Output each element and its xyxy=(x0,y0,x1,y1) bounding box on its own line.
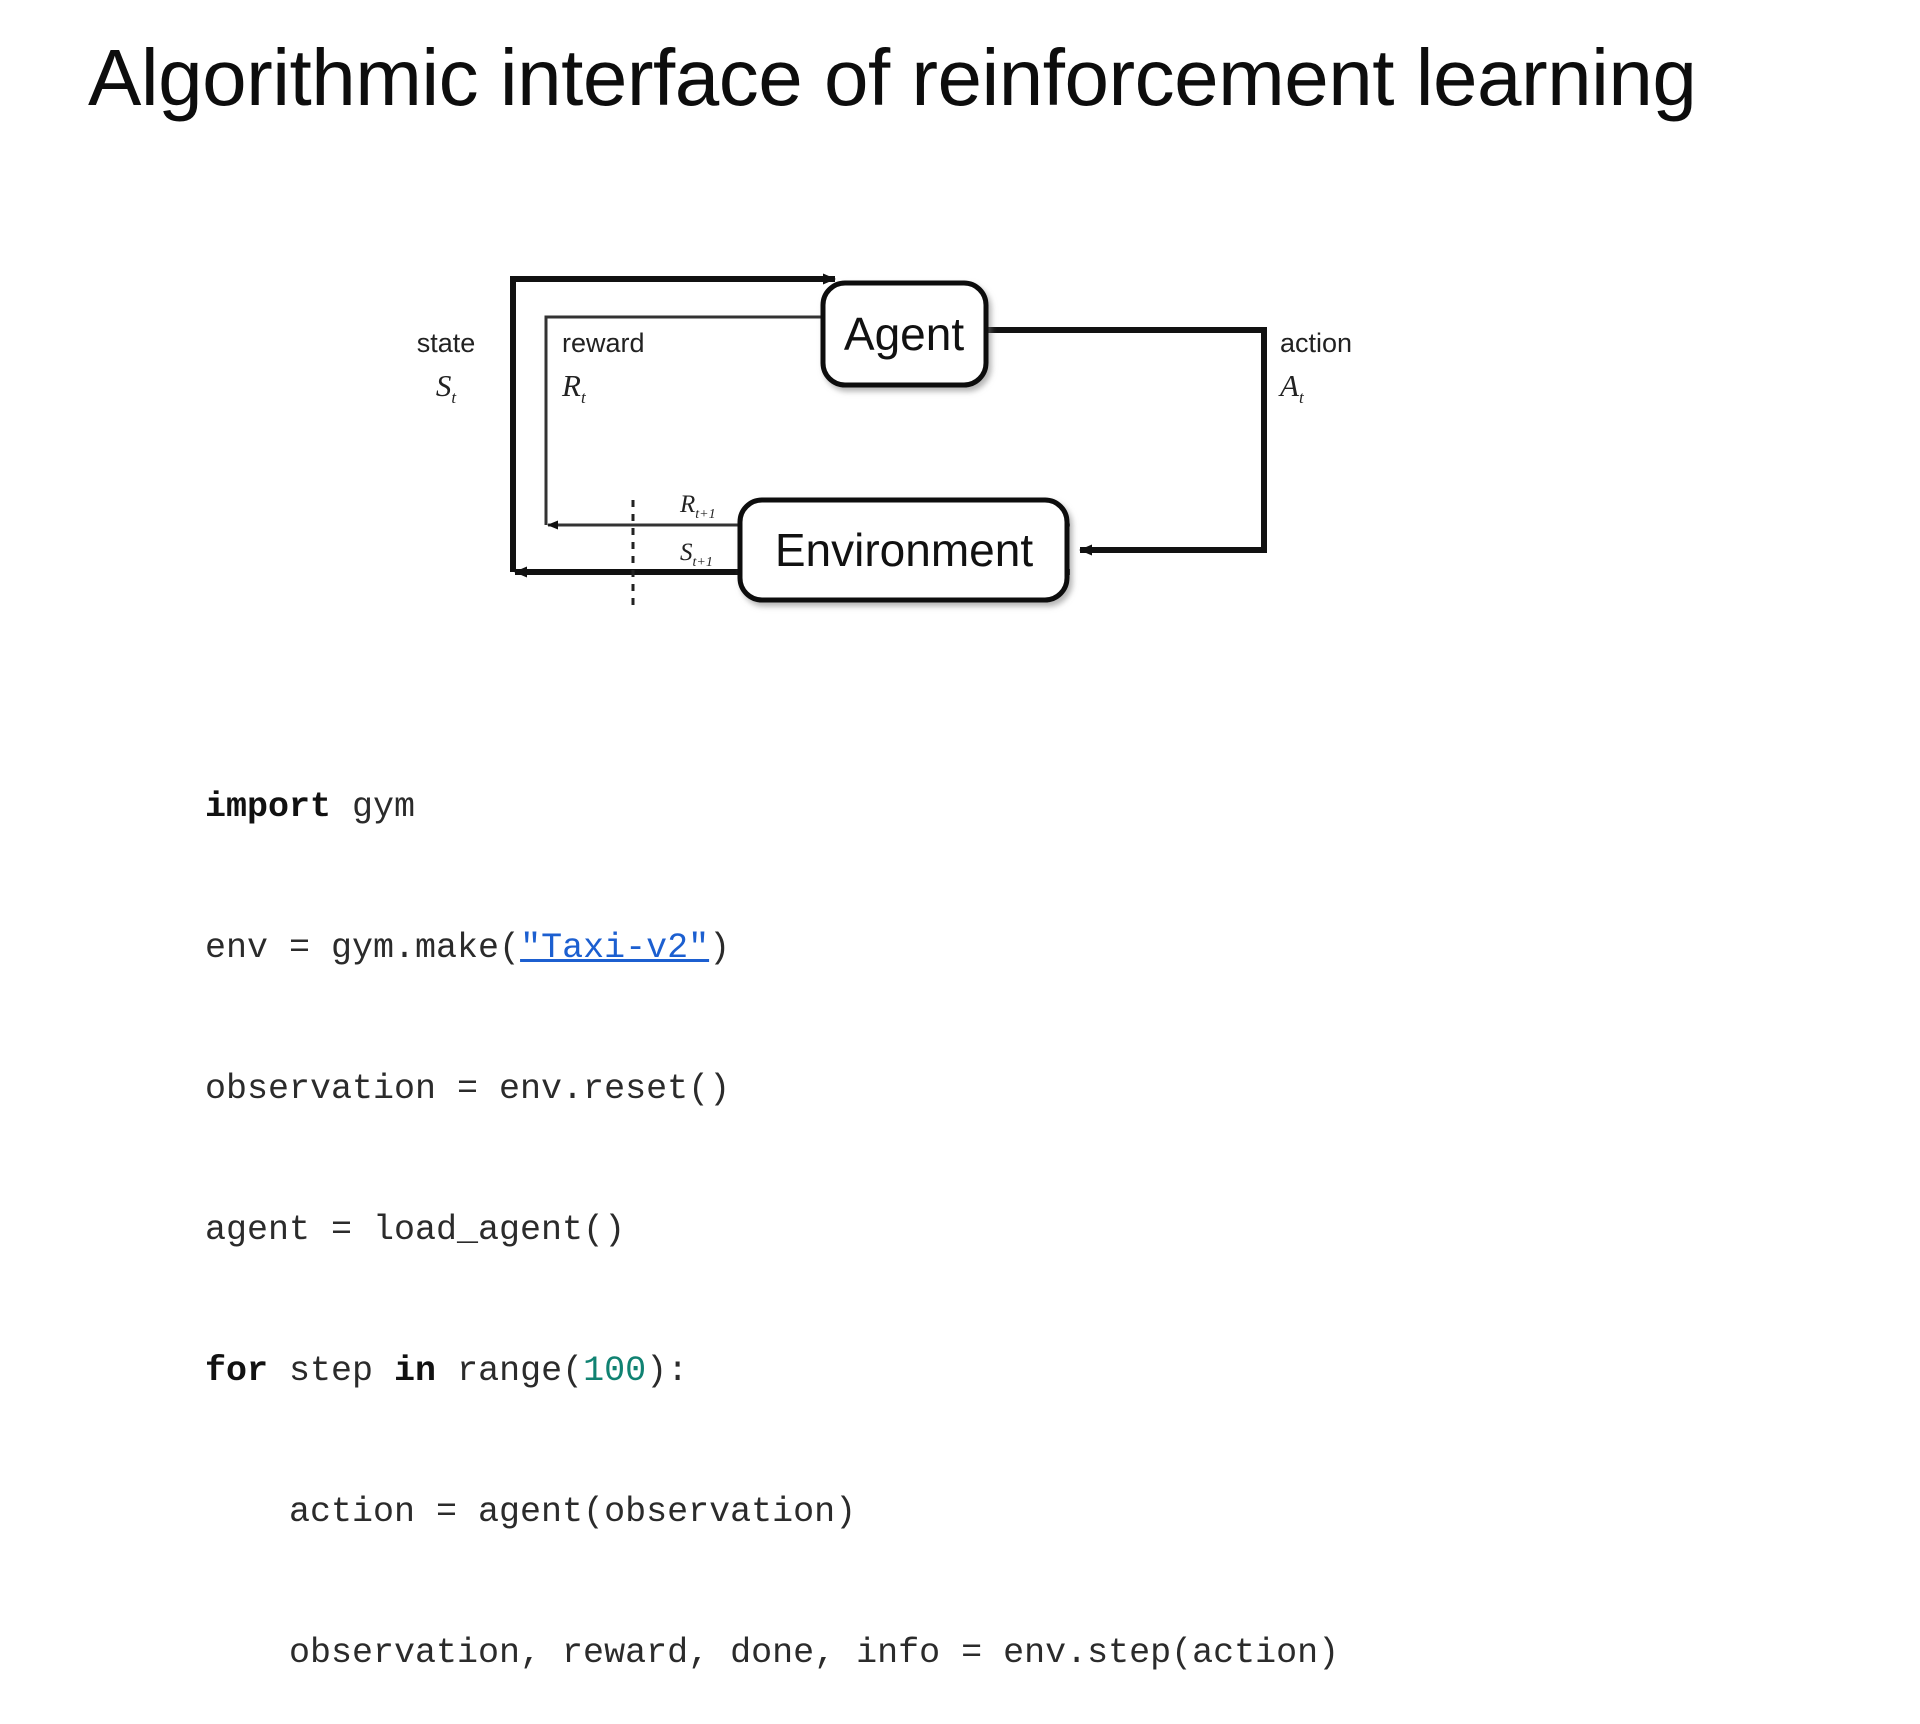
node-agent: Agent xyxy=(820,280,989,388)
code-keyword: in xyxy=(394,1351,437,1391)
code-line-7: observation, reward, done, info = env.st… xyxy=(205,1630,1339,1677)
code-line-3: observation = env.reset() xyxy=(205,1066,1339,1113)
code-text: ) xyxy=(709,928,731,968)
code-number: 100 xyxy=(583,1351,647,1391)
reward-path-to-agent xyxy=(544,312,836,525)
code-block: import gym env = gym.make("Taxi-v2") obs… xyxy=(205,690,1339,1724)
state-next-symbol: St+1 xyxy=(680,539,713,570)
code-line-1: import gym xyxy=(205,784,1339,831)
code-line-5: for step in range(100): xyxy=(205,1348,1339,1395)
code-text: observation, reward, done, info = env.st… xyxy=(205,1633,1340,1673)
reward-next-symbol: Rt+1 xyxy=(679,491,716,522)
code-line-2: env = gym.make("Taxi-v2") xyxy=(205,925,1339,972)
code-line-6: action = agent(observation) xyxy=(205,1489,1339,1536)
code-line-4: agent = load_agent() xyxy=(205,1207,1339,1254)
action-path-to-environment xyxy=(985,327,1267,556)
label-reward: reward Rt xyxy=(561,328,645,407)
state-path-to-agent xyxy=(510,273,836,572)
agent-box xyxy=(820,280,989,388)
code-text: action = agent(observation) xyxy=(205,1492,857,1532)
code-keyword: import xyxy=(205,787,332,827)
node-environment: Environment xyxy=(737,497,1070,603)
code-text: range( xyxy=(436,1351,584,1391)
rl-loop-diagram: Agent Environment state St reward Rt act… xyxy=(380,200,1380,630)
page-title: Algorithmic interface of reinforcement l… xyxy=(88,33,1697,122)
environment-box xyxy=(737,497,1070,603)
action-label: action xyxy=(1280,328,1352,358)
reward-label: reward xyxy=(562,328,645,358)
code-text: ): xyxy=(646,1351,689,1391)
edge-action xyxy=(985,327,1267,556)
state-label: state xyxy=(417,328,476,358)
label-state: state St xyxy=(417,328,476,407)
code-text: agent = load_agent() xyxy=(205,1210,626,1250)
code-text: observation = env.reset() xyxy=(205,1069,731,1109)
code-text: step xyxy=(268,1351,395,1391)
code-text: gym xyxy=(331,787,416,827)
agent-label: Agent xyxy=(844,308,964,360)
state-symbol: St xyxy=(436,368,458,407)
label-action: action At xyxy=(1278,328,1352,407)
code-text: env = gym.make( xyxy=(205,928,521,968)
reward-symbol: Rt xyxy=(561,368,587,407)
action-symbol: At xyxy=(1278,368,1305,407)
code-keyword: for xyxy=(205,1351,269,1391)
environment-label: Environment xyxy=(775,524,1033,576)
env-id-link[interactable]: "Taxi-v2" xyxy=(520,928,710,968)
